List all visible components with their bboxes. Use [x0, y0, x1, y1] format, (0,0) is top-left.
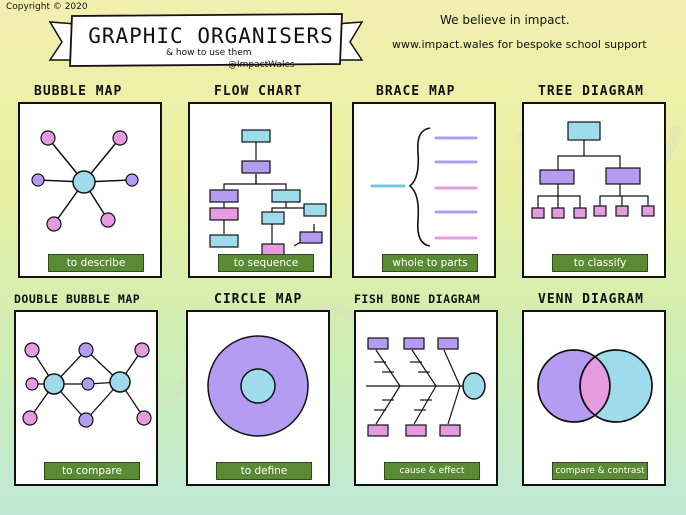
flow-chart-title: FLOW CHART: [214, 84, 303, 99]
fish-bone-caption: cause & effect: [384, 462, 480, 480]
page-title: GRAPHIC ORGANISERS: [88, 24, 334, 48]
circle-map-card: to define: [186, 310, 330, 486]
brace-map-diagram: [370, 127, 478, 247]
website: www.impact.wales for bespoke school supp…: [392, 38, 647, 51]
page-subtitle: & how to use them: [166, 48, 252, 58]
double-bubble-map-diagram: [22, 342, 152, 428]
circle-map-diagram: [207, 335, 309, 437]
bubble-map-title: BUBBLE MAP: [34, 84, 123, 99]
bubble-map-card: to describe: [18, 102, 162, 278]
double-bubble-map-caption: to compare: [44, 462, 140, 480]
title-banner: GRAPHIC ORGANISERS & how to use them: [46, 10, 366, 72]
tree-diagram-card: to classify: [522, 102, 666, 278]
brace-map-caption: whole to parts: [382, 254, 478, 272]
social-handle: @ImpactWales: [228, 60, 295, 70]
double-bubble-map-card: to compare: [14, 310, 158, 486]
venn-diagram-diagram: [537, 349, 653, 423]
brace-map-card: whole to parts: [352, 102, 496, 278]
flow-chart-caption: to sequence: [218, 254, 314, 272]
venn-diagram-caption: compare & contrast: [552, 462, 648, 480]
venn-diagram-card: compare & contrast: [522, 310, 666, 486]
tree-diagram-title: TREE DIAGRAM: [538, 84, 644, 99]
double-bubble-map-title: DOUBLE BUBBLE MAP: [14, 292, 141, 306]
copyright: Copyright © 2020: [6, 2, 88, 12]
fish-bone-card: cause & effect: [354, 310, 498, 486]
flow-chart-diagram: [209, 129, 327, 256]
flow-chart-card: to sequence: [188, 102, 332, 278]
brace-map-title: BRACE MAP: [376, 84, 456, 99]
tree-diagram-caption: to classify: [552, 254, 648, 272]
circle-map-caption: to define: [216, 462, 312, 480]
tree-diagram-diagram: [531, 121, 655, 219]
circle-map-title: CIRCLE MAP: [214, 292, 303, 307]
bubble-map-diagram: [31, 130, 139, 232]
venn-diagram-title: VENN DIAGRAM: [538, 292, 644, 307]
bubble-map-caption: to describe: [48, 254, 144, 272]
fish-bone-diagram: [366, 337, 486, 437]
fish-bone-title: FISH BONE DIAGRAM: [354, 292, 481, 306]
tagline: We believe in impact.: [440, 13, 570, 27]
